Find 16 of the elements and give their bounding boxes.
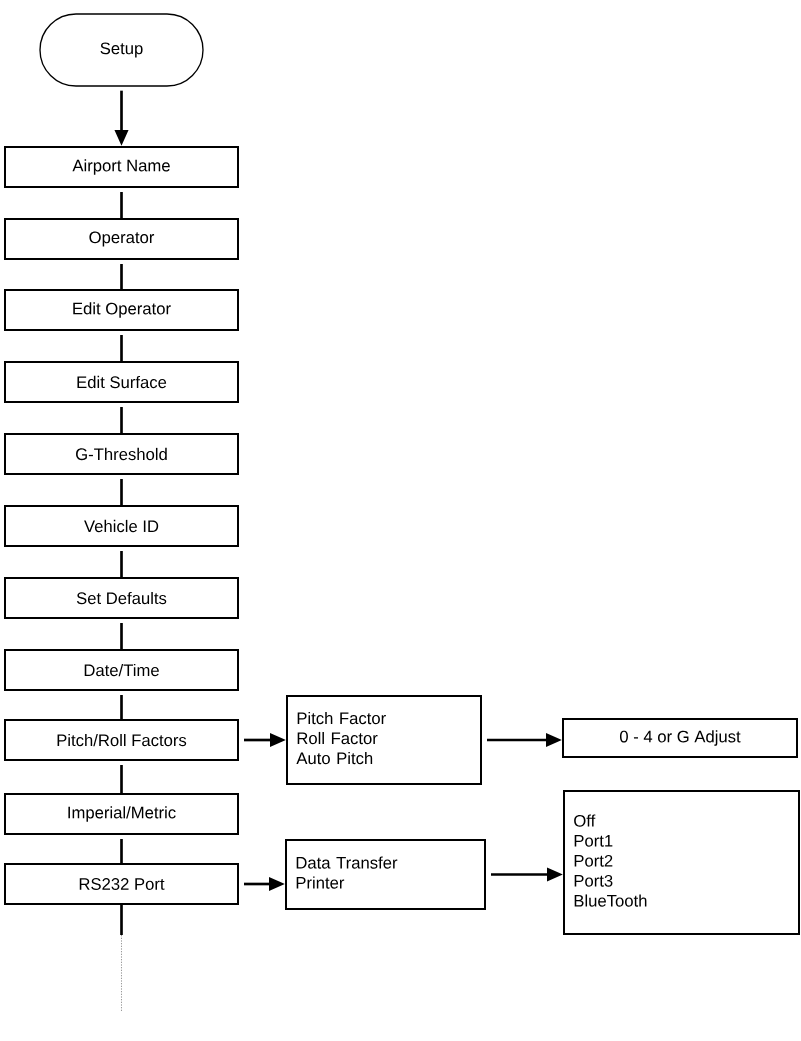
process-box: Set Defaults [4,577,239,619]
process-box: Airport Name [4,146,239,188]
process-box: Operator [4,218,239,260]
process-box: G-Threshold [4,433,239,475]
list-box: Pitch Factor Roll Factor Auto Pitch [286,695,482,785]
list-box: Data Transfer Printer [285,839,486,910]
process-box: Vehicle ID [4,505,239,547]
process-box: Pitch/Roll Factors [4,719,239,761]
process-box: 0 - 4 or G Adjust [562,718,798,758]
process-box: RS232 Port [4,863,239,905]
process-box: Edit Operator [4,289,239,331]
list-box: Off Port1 Port2 Port3 BlueTooth [563,790,800,935]
process-box: Edit Surface [4,361,239,403]
line [120,905,123,1013]
process-box: Date/Time [4,649,239,691]
process-box: Imperial/Metric [4,793,239,835]
